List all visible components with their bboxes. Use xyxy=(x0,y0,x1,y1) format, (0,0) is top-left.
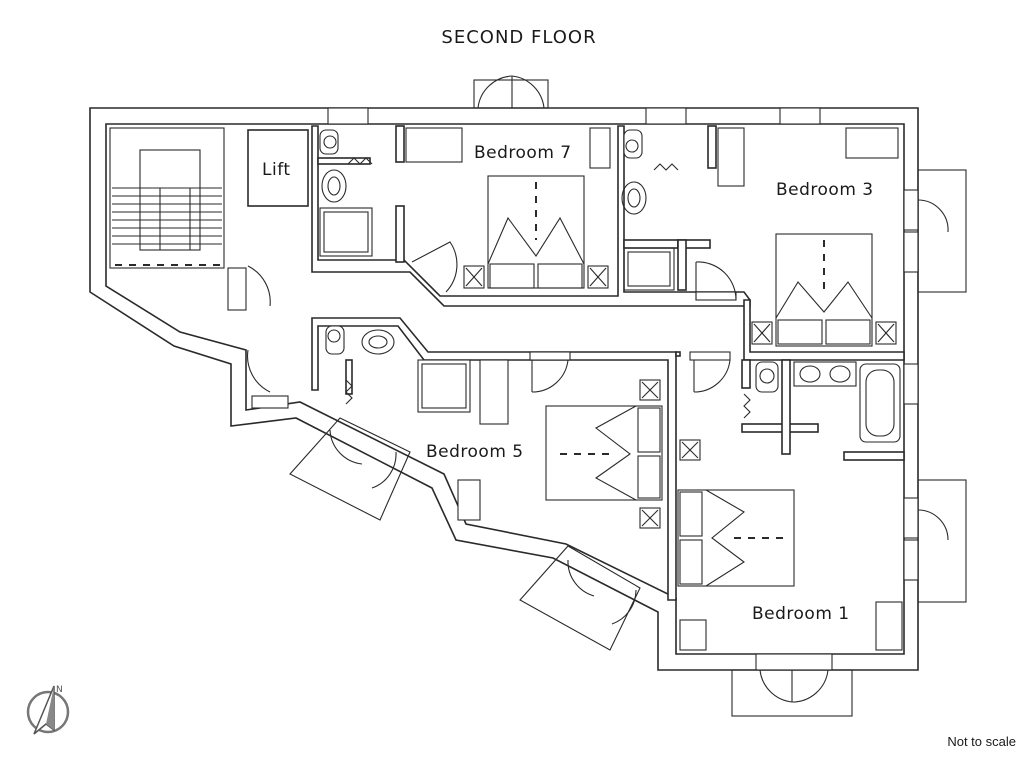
north-label: N xyxy=(56,685,63,695)
bedroom1-furniture xyxy=(677,439,903,651)
doors xyxy=(247,75,949,703)
bathroom-fixtures xyxy=(319,129,901,443)
floor-title: SECOND FLOOR xyxy=(441,27,596,48)
bedroom1-label: Bedroom 1 xyxy=(752,604,850,624)
internal-walls xyxy=(311,125,905,601)
bedroom5-furniture xyxy=(545,379,663,529)
north-arrow-icon: N xyxy=(26,685,70,735)
bedroom3-furniture xyxy=(717,127,899,347)
stairwell xyxy=(109,127,225,269)
lift xyxy=(247,129,309,207)
windows xyxy=(227,107,919,671)
bedroom5-label: Bedroom 5 xyxy=(426,442,524,462)
lift-label: Lift xyxy=(262,160,291,180)
bedroom7-furniture xyxy=(405,127,611,289)
bedroom7-label: Bedroom 7 xyxy=(474,143,572,163)
bedroom3-label: Bedroom 3 xyxy=(776,180,874,200)
scale-note: Not to scale xyxy=(947,734,1016,749)
